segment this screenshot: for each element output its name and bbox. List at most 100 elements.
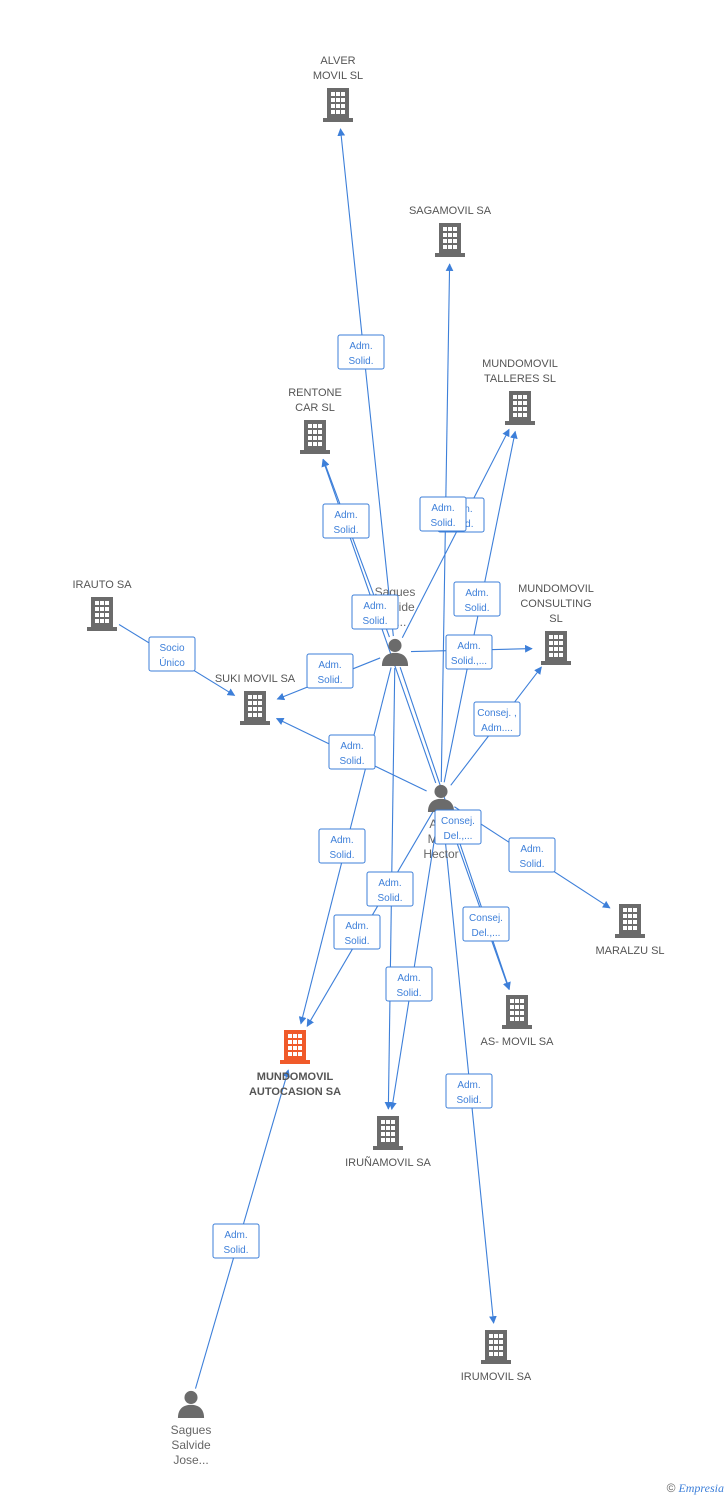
edge-label-text: Consej. bbox=[441, 816, 475, 827]
node-mm_autocasion[interactable]: MUNDOMOVIL AUTOCASION SA bbox=[249, 1030, 341, 1098]
edge-label-box[interactable]: Adm.Solid. bbox=[306, 653, 354, 689]
edge-label-text: Adm. bbox=[397, 973, 420, 984]
node-label: ALVER bbox=[320, 55, 355, 67]
node-label: CAR SL bbox=[295, 402, 335, 414]
edge-label-box[interactable]: Adm.Solid. bbox=[328, 734, 376, 770]
building-icon bbox=[240, 691, 270, 725]
person-icon bbox=[427, 784, 455, 812]
building-icon bbox=[280, 1030, 310, 1064]
node-label: RENTONE bbox=[288, 387, 342, 399]
edge-label-box[interactable]: Adm. Solid. bbox=[419, 496, 467, 532]
person-icon bbox=[381, 638, 409, 666]
building-icon bbox=[615, 904, 645, 938]
node-asmovil[interactable]: AS- MOVIL SA bbox=[481, 995, 555, 1048]
edge-label-box[interactable]: Adm. Solid. bbox=[445, 1073, 493, 1109]
copyright-icon: © bbox=[666, 1481, 676, 1495]
edge-label-text: Adm. bbox=[431, 503, 454, 514]
node-label: IRUMOVIL SA bbox=[461, 1371, 532, 1383]
node-label: IRUÑAMOVIL SA bbox=[345, 1156, 431, 1169]
node-label: SL bbox=[549, 613, 562, 625]
node-sagues_jose[interactable]: SaguesSalvideJose... bbox=[171, 1390, 212, 1467]
edge-label-box[interactable]: Adm.Solid. bbox=[453, 581, 501, 617]
building-icon bbox=[502, 995, 532, 1029]
building-icon bbox=[373, 1116, 403, 1150]
node-label: CONSULTING bbox=[520, 598, 591, 610]
edge-label-text: Del.,... bbox=[444, 831, 473, 842]
node-label: Hector bbox=[423, 847, 458, 861]
building-icon bbox=[435, 223, 465, 257]
edge-label-box[interactable]: Adm. Solid. bbox=[366, 871, 414, 907]
edge-label-text: Solid. bbox=[317, 675, 342, 686]
node-alver[interactable]: ALVER MOVIL SL bbox=[313, 55, 363, 122]
edge-label-text: Adm. bbox=[340, 741, 363, 752]
edge-label-text: Adm. bbox=[378, 878, 401, 889]
node-label: TALLERES SL bbox=[484, 373, 556, 385]
node-label: Salvide bbox=[171, 1438, 211, 1452]
edge-label-text: Adm. bbox=[334, 510, 357, 521]
edge-label-text: Solid. bbox=[456, 1095, 481, 1106]
node-sagamovil[interactable]: SAGAMOVIL SA bbox=[409, 205, 492, 257]
building-icon bbox=[505, 391, 535, 425]
edge-label-text: Consej. bbox=[469, 913, 503, 924]
node-label: Sagues bbox=[171, 1423, 212, 1437]
edge-label-box[interactable]: Adm. Solid. bbox=[351, 594, 399, 630]
edge-label-text: Solid.,... bbox=[451, 656, 487, 667]
edge-label-text: Adm. bbox=[349, 341, 372, 352]
edge-alzu-to-irumovil bbox=[442, 813, 497, 1324]
building-icon bbox=[323, 88, 353, 122]
edge-label-text: Solid. bbox=[333, 525, 358, 536]
node-label: MUNDOMOVIL bbox=[482, 358, 558, 370]
edge-label-text: Solid. bbox=[329, 850, 354, 861]
edge-sagues_a-to-alver bbox=[337, 128, 394, 637]
node-irunamovil[interactable]: IRUÑAMOVIL SA bbox=[345, 1116, 432, 1169]
node-label: AUTOCASION SA bbox=[249, 1086, 341, 1098]
node-label: MUNDOMOVIL bbox=[518, 583, 594, 595]
node-label: AS- MOVIL SA bbox=[481, 1036, 555, 1048]
edge-sagues_a-to-mm_talleres bbox=[401, 428, 510, 639]
building-icon bbox=[300, 420, 330, 454]
edge-label-text: Solid. bbox=[223, 1245, 248, 1256]
edge-label-box[interactable]: Adm. Solid.,... bbox=[445, 634, 493, 670]
node-irumovil[interactable]: IRUMOVIL SA bbox=[461, 1330, 532, 1383]
edge-label-text: Del.,... bbox=[472, 928, 501, 939]
edge-label-text: Único bbox=[159, 656, 185, 669]
edge-label-text: Solid. bbox=[362, 616, 387, 627]
edge-label-box[interactable]: Adm.Solid. bbox=[318, 828, 366, 864]
edge-label-box[interactable]: Consej. Del.,... bbox=[462, 906, 510, 942]
node-label: MUNDOMOVIL bbox=[257, 1071, 334, 1083]
node-rentone[interactable]: RENTONE CAR SL bbox=[288, 387, 342, 454]
edge-label-text: Solid. bbox=[348, 356, 373, 367]
node-maralzu[interactable]: MARALZU SL bbox=[595, 904, 665, 957]
building-icon bbox=[541, 631, 571, 665]
node-mm_talleres[interactable]: MUNDOMOVIL TALLERES SL bbox=[482, 358, 558, 425]
edge-alzu-to-irunamovil bbox=[389, 813, 440, 1111]
edge-label-box[interactable]: Consej. , Adm.... bbox=[473, 701, 521, 737]
edge-label-box[interactable]: Adm.Solid. bbox=[333, 914, 381, 950]
edge-label-text: Consej. , bbox=[477, 708, 516, 719]
edge-label-text: Adm. bbox=[457, 641, 480, 652]
node-label: MARALZU SL bbox=[595, 945, 664, 957]
edge-label-box[interactable]: Adm.Solid. bbox=[385, 966, 433, 1002]
brand-logo-text: Empresia bbox=[678, 1481, 724, 1495]
node-irauto[interactable]: IRAUTO SA bbox=[72, 579, 132, 631]
person-icon bbox=[177, 1390, 205, 1418]
edge-label-text: Adm.... bbox=[481, 723, 513, 734]
building-icon bbox=[87, 597, 117, 631]
node-suki[interactable]: SUKI MOVIL SA bbox=[215, 673, 296, 725]
edge-label-text: Adm. bbox=[363, 601, 386, 612]
edge-label-text: Solid. bbox=[430, 518, 455, 529]
edge-label-text: Solid. bbox=[377, 893, 402, 904]
edge-label-text: Adm. bbox=[457, 1080, 480, 1091]
edge-label-box[interactable]: Adm. Solid. bbox=[337, 334, 385, 370]
edge-label-box[interactable]: Adm. Solid. bbox=[322, 503, 370, 539]
node-label: MOVIL SL bbox=[313, 70, 363, 82]
building-icon bbox=[481, 1330, 511, 1364]
edge-label-box[interactable]: Adm.Solid. bbox=[508, 837, 556, 873]
node-label: SUKI MOVIL SA bbox=[215, 673, 296, 685]
edge-label-box[interactable]: Adm.Solid. bbox=[212, 1223, 260, 1259]
edge-label-box[interactable]: Consej. Del.,... bbox=[434, 809, 482, 845]
footer-brand: © Empresia bbox=[667, 1481, 724, 1496]
node-mm_consulting[interactable]: MUNDOMOVIL CONSULTING SL bbox=[518, 583, 594, 665]
